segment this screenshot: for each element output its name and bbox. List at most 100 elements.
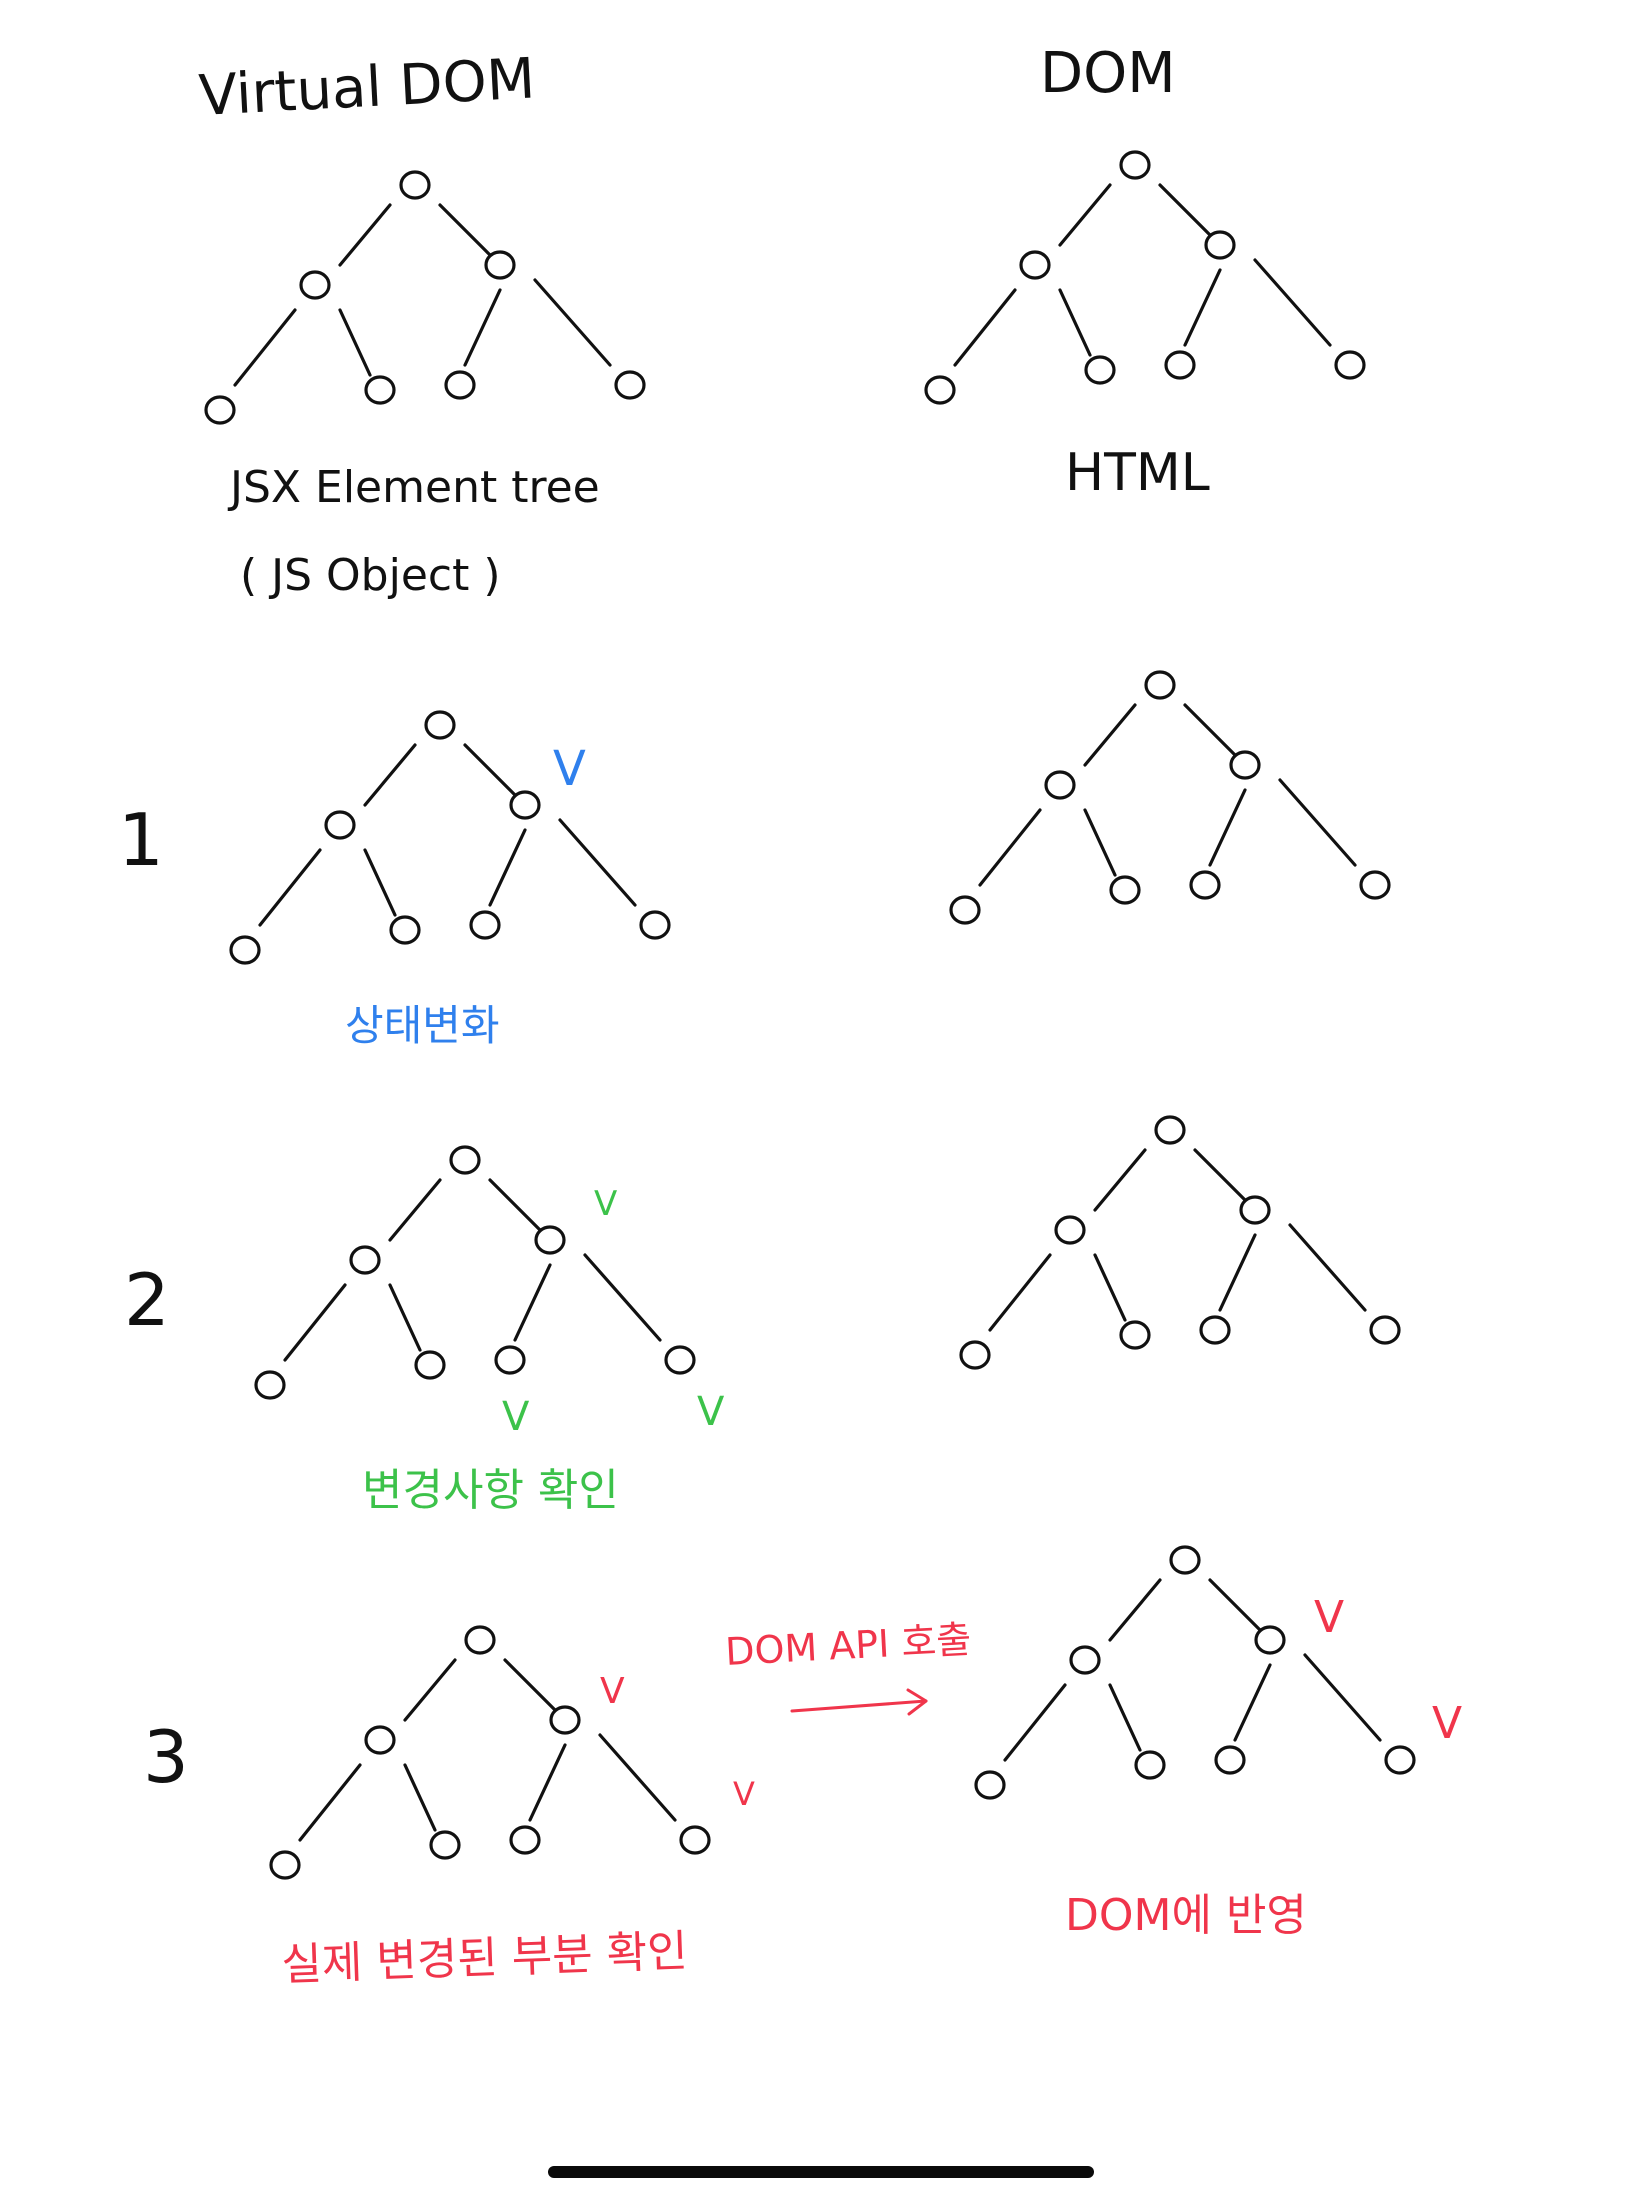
tree-node-root (1154, 1115, 1186, 1145)
tree-edge (1003, 1683, 1067, 1762)
tree-node-left (1044, 770, 1076, 800)
tree-edge (1183, 268, 1222, 347)
step-3-number: 3 (143, 1715, 189, 1799)
tree-edge (488, 1178, 542, 1232)
step-3-vdom-check-mark-parent: V (600, 1671, 625, 1712)
tree-edge (463, 288, 502, 367)
tree-edge (438, 203, 492, 257)
step-2-number: 2 (124, 1258, 170, 1342)
tree-edge (298, 1763, 362, 1842)
tree-node-left-left (204, 395, 236, 425)
tree-node-right (509, 790, 541, 820)
tree-node-right (484, 250, 516, 280)
step-3-dom-note: DOM에 반영 (1065, 1890, 1307, 1941)
tree-edge (1083, 703, 1137, 767)
tree-edge (528, 1743, 567, 1822)
tree-edge (1233, 1663, 1272, 1742)
tree-node-left-right (364, 375, 396, 405)
tree-edge (1193, 1148, 1247, 1202)
tree-node-left-right (1134, 1750, 1166, 1780)
dom-tree (924, 150, 1366, 405)
tree-edge (1208, 1578, 1262, 1632)
tree-node-right-left (1189, 870, 1221, 900)
tree-node-right-right (679, 1825, 711, 1855)
tree-edge (1253, 258, 1332, 347)
tree-node-left-right (1084, 355, 1116, 385)
html-label: HTML (1065, 443, 1210, 503)
tree-node-right-right (1334, 350, 1366, 380)
tree-edge (1108, 1683, 1142, 1752)
tree-edge (1183, 703, 1237, 757)
tree-edge (1058, 183, 1112, 247)
step-3-vdom-note: 실제 변경된 부분 확인 (281, 1926, 689, 1991)
virtual-dom-tree (204, 170, 646, 425)
tree-edge (1083, 808, 1117, 877)
tree-node-left (1069, 1645, 1101, 1675)
step-3-dom-check-mark-leaf: V (1432, 1698, 1462, 1749)
tree-edge (233, 308, 297, 387)
step-2-virtual-dom-tree (254, 1145, 696, 1400)
step-3-dom-tree (974, 1545, 1416, 1800)
tree-node-left-left (269, 1850, 301, 1880)
tree-node-left-left (924, 375, 956, 405)
tree-edge (953, 288, 1017, 367)
tree-edge (283, 1283, 347, 1362)
jsx-element-tree-label: JSX Element tree (227, 462, 600, 513)
tree-node-left-left (949, 895, 981, 925)
tree-node-left-right (414, 1350, 446, 1380)
tree-node-right-left (1164, 350, 1196, 380)
tree-node-right-left (509, 1825, 541, 1855)
step-3-dom-check-mark-parent: V (1314, 1592, 1344, 1643)
step-3-virtual-dom-tree (269, 1625, 711, 1880)
tree-edge (1108, 1578, 1162, 1642)
tree-node-right (534, 1225, 566, 1255)
tree-edge (388, 1178, 442, 1242)
tree-edge (513, 1263, 552, 1342)
tree-node-left (349, 1245, 381, 1275)
tree-edge (1288, 1223, 1367, 1312)
tree-node-root (464, 1625, 496, 1655)
step-2-check-mark-right: V (697, 1389, 725, 1435)
tree-edge (558, 818, 637, 907)
tree-edge (463, 743, 517, 797)
step-1-dom-tree (949, 670, 1391, 925)
tree-node-root (1169, 1545, 1201, 1575)
tree-edge (583, 1253, 662, 1342)
tree-node-right-right (639, 910, 671, 940)
step-3-vdom-check-mark-leaf: V (733, 1775, 755, 1813)
tree-edge (1093, 1148, 1147, 1212)
tree-node-right-right (1359, 870, 1391, 900)
tree-node-right (1204, 230, 1236, 260)
dom-title: DOM (1040, 41, 1176, 106)
tree-edge (403, 1763, 437, 1832)
tree-node-left (324, 810, 356, 840)
tree-edge (338, 308, 372, 377)
tree-edge (1093, 1253, 1127, 1322)
tree-edge (388, 1283, 422, 1352)
tree-node-right-left (1214, 1745, 1246, 1775)
tree-node-right-left (444, 370, 476, 400)
tree-edge (978, 808, 1042, 887)
step-1-note: 상태변화 (345, 1001, 500, 1050)
tree-edge (1208, 788, 1247, 867)
tree-node-left-right (389, 915, 421, 945)
dom-api-call-label: DOM API 호출 (724, 1617, 972, 1674)
step-1-number: 1 (118, 798, 164, 882)
tree-node-right-left (469, 910, 501, 940)
home-indicator[interactable] (548, 2166, 1094, 2178)
tree-node-right-right (1369, 1315, 1401, 1345)
tree-node-left-left (959, 1340, 991, 1370)
tree-node-left-left (974, 1770, 1006, 1800)
tree-node-left-left (254, 1370, 286, 1400)
step-1-check-mark: V (553, 741, 586, 797)
tree-node-left-right (1119, 1320, 1151, 1350)
tree-node-left-right (429, 1830, 461, 1860)
tree-node-root (449, 1145, 481, 1175)
tree-node-root (1119, 150, 1151, 180)
tree-node-right (1239, 1195, 1271, 1225)
tree-node-left-left (229, 935, 261, 965)
step-2-dom-tree (959, 1115, 1401, 1370)
tree-edge (488, 828, 527, 907)
tree-edge (503, 1658, 557, 1712)
